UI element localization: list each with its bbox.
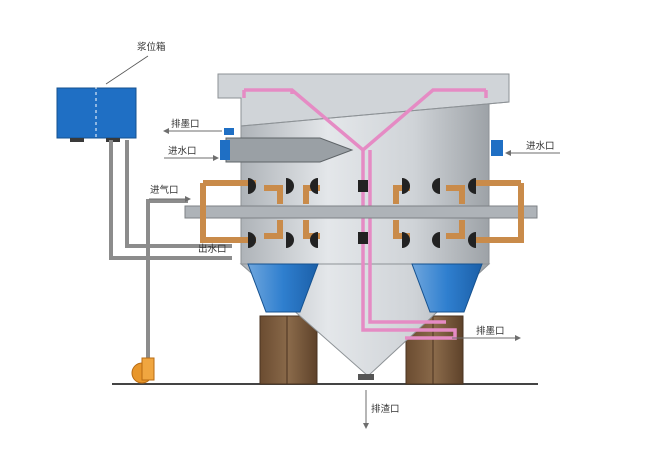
- left-hopper: [247, 263, 319, 313]
- ink-outlet-top-label: 排墨口: [171, 118, 200, 130]
- air-inlet-label: 进气口: [150, 184, 179, 196]
- process-pipes: [109, 140, 232, 363]
- tank-leader-line: [105, 55, 149, 85]
- water-inlet-left-label: 进水口: [168, 145, 197, 157]
- water-inlet-right-label: 进水口: [526, 140, 555, 152]
- slurry-level-tank: [56, 80, 137, 150]
- inlet-flange-left: [220, 140, 230, 160]
- copper-manifolds: [200, 180, 524, 243]
- left-support: [259, 315, 318, 385]
- air-pump: [131, 357, 155, 384]
- aerator-nozzles: [248, 178, 476, 248]
- water-outlet-label: 出水口: [198, 243, 227, 255]
- header-pipe: [184, 205, 538, 219]
- slurry-tank-label: 浆位箱: [137, 41, 166, 53]
- slag-outlet-label: 排渣口: [371, 403, 400, 415]
- ink-outlet-bottom-label: 排墨口: [476, 325, 505, 337]
- ink-flange-top: [224, 128, 234, 135]
- right-hopper: [411, 263, 483, 313]
- inlet-flange-right: [491, 140, 503, 156]
